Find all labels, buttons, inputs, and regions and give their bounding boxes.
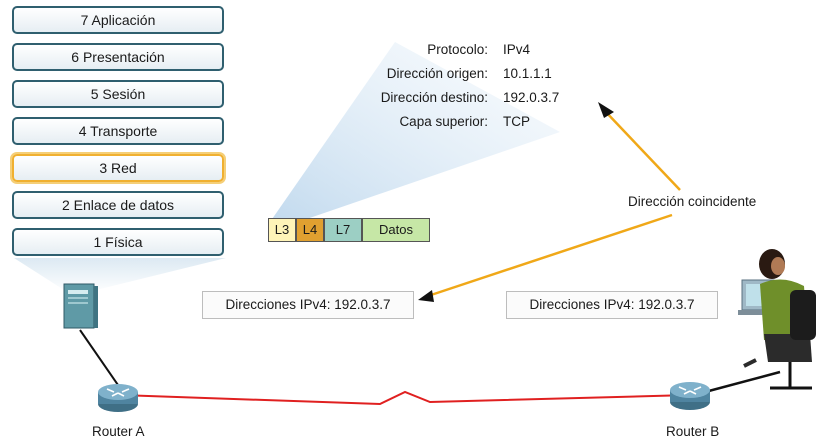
protocol-label: Protocolo: [427, 42, 488, 57]
osi-layer-session: 5 Sesión [12, 80, 224, 108]
protocol-value: IPv4 [503, 42, 531, 57]
stack-glow [14, 258, 226, 290]
osi-layer-transport: 4 Transporte [12, 117, 224, 145]
user-workstation-icon [738, 249, 816, 390]
osi-layer-application: 7 Aplicación [12, 6, 224, 34]
callout-beam [270, 42, 560, 222]
upper-layer-value: TCP [503, 114, 530, 129]
server-icon [63, 283, 98, 329]
router-user-link [704, 370, 781, 394]
osi-layer-data-link: 2 Enlace de datos [12, 191, 224, 219]
pdu-l3: L3 [268, 218, 296, 242]
osi-layer-network: 3 Red [12, 154, 224, 182]
match-arrowhead-left [418, 290, 434, 302]
osi-layer-physical: 1 Física [12, 228, 224, 256]
match-arrow-left [427, 213, 673, 298]
serial-link [117, 390, 691, 406]
pdu-data: Datos [362, 218, 430, 242]
dest-address-value: 192.0.3.7 [503, 90, 560, 105]
router-a-address-box: Direcciones IPv4: 192.0.3.7 [202, 291, 414, 319]
dest-address-label: Dirección destino: [380, 90, 488, 105]
server-router-link [79, 329, 119, 386]
pdu-l4: L4 [296, 218, 324, 242]
router-b-label: Router B [666, 424, 720, 439]
source-address-value: 10.1.1.1 [503, 66, 552, 81]
match-arrowhead-up [598, 102, 614, 118]
source-address-label: Dirección origen: [386, 66, 488, 81]
router-a-label: Router A [92, 424, 145, 439]
match-label: Dirección coincidente [628, 194, 757, 209]
router-icon [98, 384, 138, 412]
router-b-address-box: Direcciones IPv4: 192.0.3.7 [506, 291, 718, 319]
match-arrow-up [603, 109, 681, 191]
pdu-l7: L7 [324, 218, 362, 242]
upper-layer-label: Capa superior: [399, 114, 488, 129]
router-icon [670, 382, 710, 410]
osi-layer-presentation: 6 Presentación [12, 43, 224, 71]
